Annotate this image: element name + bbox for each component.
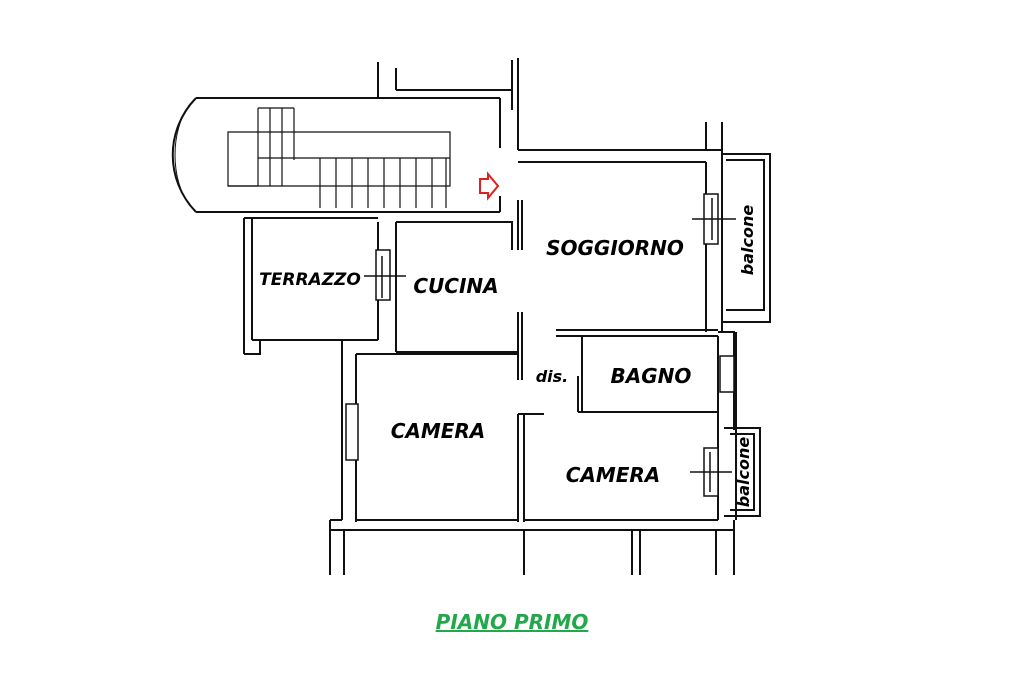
room-label-balcone-1: balcone [738,205,757,276]
entrance-arrow-icon [479,171,500,201]
room-label-soggiorno: SOGGIORNO [546,236,684,260]
room-label-balcone-2: balcone [734,437,753,508]
room-label-camera-2: CAMERA [566,463,661,487]
stairs [227,107,451,208]
room-label-dis: dis. [536,367,569,386]
room-label-bagno: BAGNO [611,364,692,388]
room-label-camera-1: CAMERA [391,419,486,443]
room-label-cucina: CUCINA [413,274,498,298]
room-label-terrazzo: TERRAZZO [259,270,361,290]
plan-title: PIANO PRIMO [435,610,589,634]
windows [345,193,736,497]
walls [171,58,771,575]
